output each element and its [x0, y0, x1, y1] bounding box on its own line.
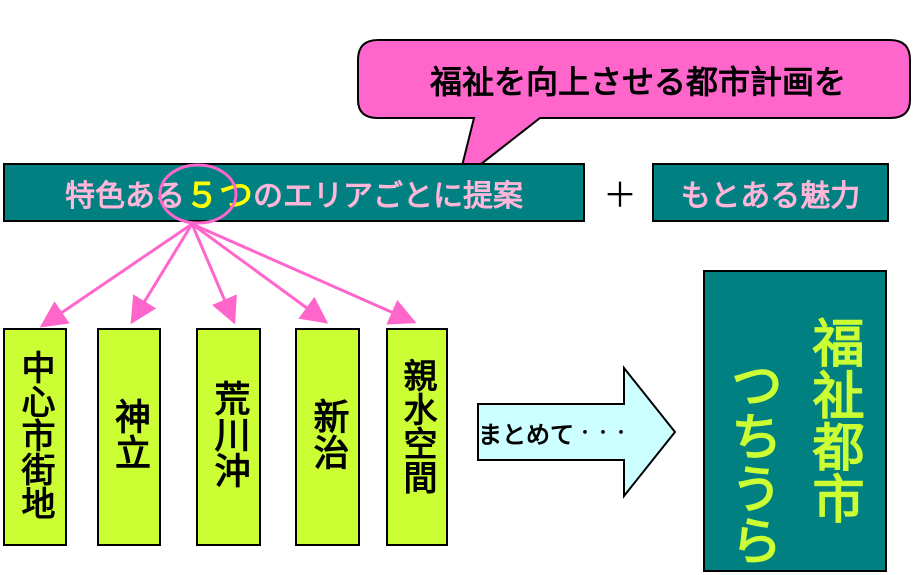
arrow-to-area-4: [191, 222, 329, 324]
arrow-to-area-3: [190, 223, 237, 325]
area-box-arakawaoki: 荒川沖: [196, 328, 261, 546]
summary-arrow: [477, 365, 677, 499]
result-title: 福祉都市: [803, 316, 863, 524]
highlight-ellipse: [158, 163, 238, 225]
result-box: 福祉都市 つちうら: [703, 270, 887, 572]
result-city-name: つちうら: [721, 358, 781, 566]
area-box-chushin: 中心市街地: [3, 328, 67, 546]
arrow-to-area-2: [130, 223, 194, 325]
area-label: 荒川沖: [208, 380, 250, 488]
summary-dots: ・・・: [576, 423, 630, 444]
callout-text: 福祉を向上させる都市計画を: [429, 63, 846, 101]
proposal-highlight: ５つ: [185, 176, 253, 216]
area-box-kandatsu: 神立: [97, 328, 161, 546]
area-label: 新治: [307, 398, 349, 470]
area-label: 中心市街地: [15, 350, 55, 520]
arrow-to-area-5: [191, 222, 417, 325]
summary-arrow-label: まとめて ・・・: [478, 404, 630, 460]
proposal-text-after: のエリアごとに提案: [253, 178, 523, 214]
arrow-to-area-1: [39, 222, 193, 328]
plus-sign: ＋: [603, 175, 637, 216]
summary-text: まとめて: [478, 420, 574, 449]
existing-charm-box: もとある魅力: [652, 163, 889, 222]
proposal-box: 特色ある ５つ のエリアごとに提案: [3, 163, 585, 222]
area-label: 神立: [109, 398, 150, 470]
existing-charm-text: もとある魅力: [680, 178, 861, 214]
area-box-niihari: 新治: [295, 328, 360, 546]
area-box-shinsui: 親水空間: [386, 328, 448, 546]
area-label: 親水空間: [397, 358, 437, 494]
